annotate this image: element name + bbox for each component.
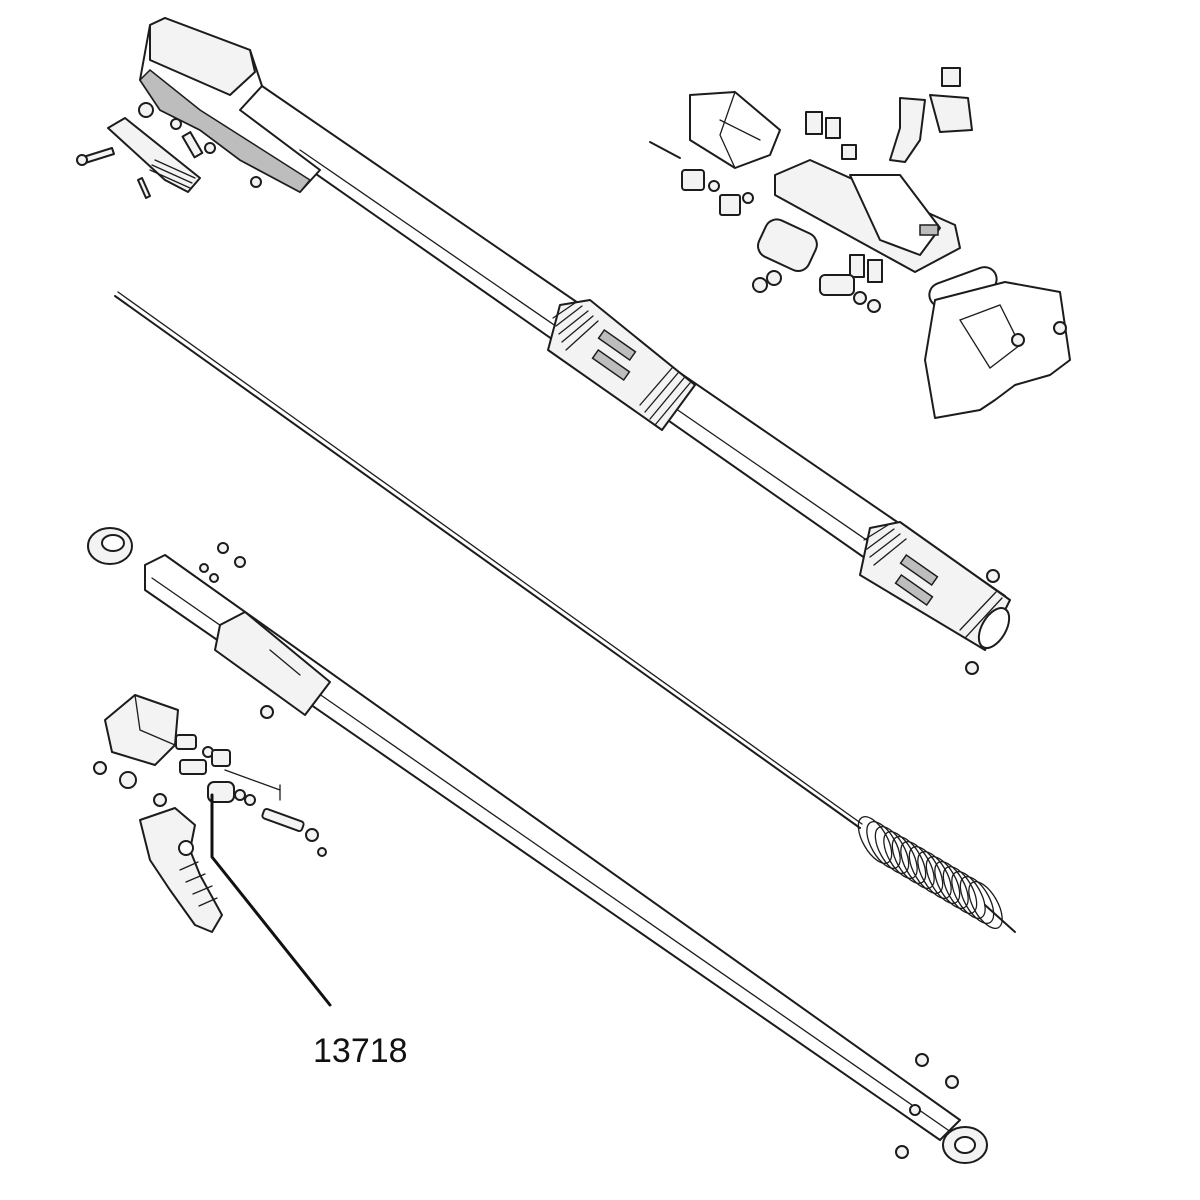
screw [250,176,262,188]
lower-tube-assembly [87,527,988,1164]
screw [867,259,883,283]
spring-coil [900,841,935,889]
upper-handle-assembly [76,17,321,199]
spacer [819,274,855,296]
cylinder-nut [757,218,818,273]
upper-grip-sleeve-2 [859,521,1011,651]
spring-coil [874,826,910,874]
pin [261,807,305,833]
screw [941,67,961,87]
callout-label[interactable]: 13718 [313,1032,408,1070]
trigger-lever [107,117,201,193]
return-spring [857,816,1016,933]
pin [137,177,151,199]
lower-handle-assembly [93,694,327,933]
spring-coil [883,831,918,879]
lower-grip-sleeve [214,611,331,716]
mounting-plate [924,281,1071,419]
screw [825,117,841,139]
spring [181,131,204,159]
screw [841,144,857,160]
handle-cap [149,17,256,96]
screw [204,142,216,154]
bushing [681,169,705,191]
spring-coil [942,866,978,914]
callout-leader-line [210,793,332,1007]
spring-coil [908,846,944,894]
upper-grip-sleeve-1 [547,299,696,431]
screw [805,111,823,135]
screw [138,102,154,118]
cutter-block [689,91,781,169]
spring [179,759,207,775]
spring-coil [968,881,1003,929]
spring-coil [866,821,901,869]
lower-tube [144,554,961,1141]
latch-bracket [929,94,973,133]
bushing [211,749,231,767]
upper-tube-assembly [235,61,1011,675]
spring-coil [891,836,927,884]
spring [175,734,197,750]
cutter-head-parts [649,67,1071,419]
tube-end-screw [965,661,979,675]
spacer [207,781,235,803]
pull-rod [114,291,863,829]
spring-coil [925,856,961,904]
spring-coil [934,861,969,909]
spring-coil [857,816,893,864]
nut [719,194,741,216]
spring-coil [917,851,952,899]
spring-coil [951,871,986,919]
screw [849,254,865,278]
spring-coil [959,876,995,924]
part-callout-13718[interactable]: 13718 [210,793,408,1070]
screw [170,118,182,130]
latch-lever [889,97,926,163]
tube-end-screw [986,569,1000,583]
